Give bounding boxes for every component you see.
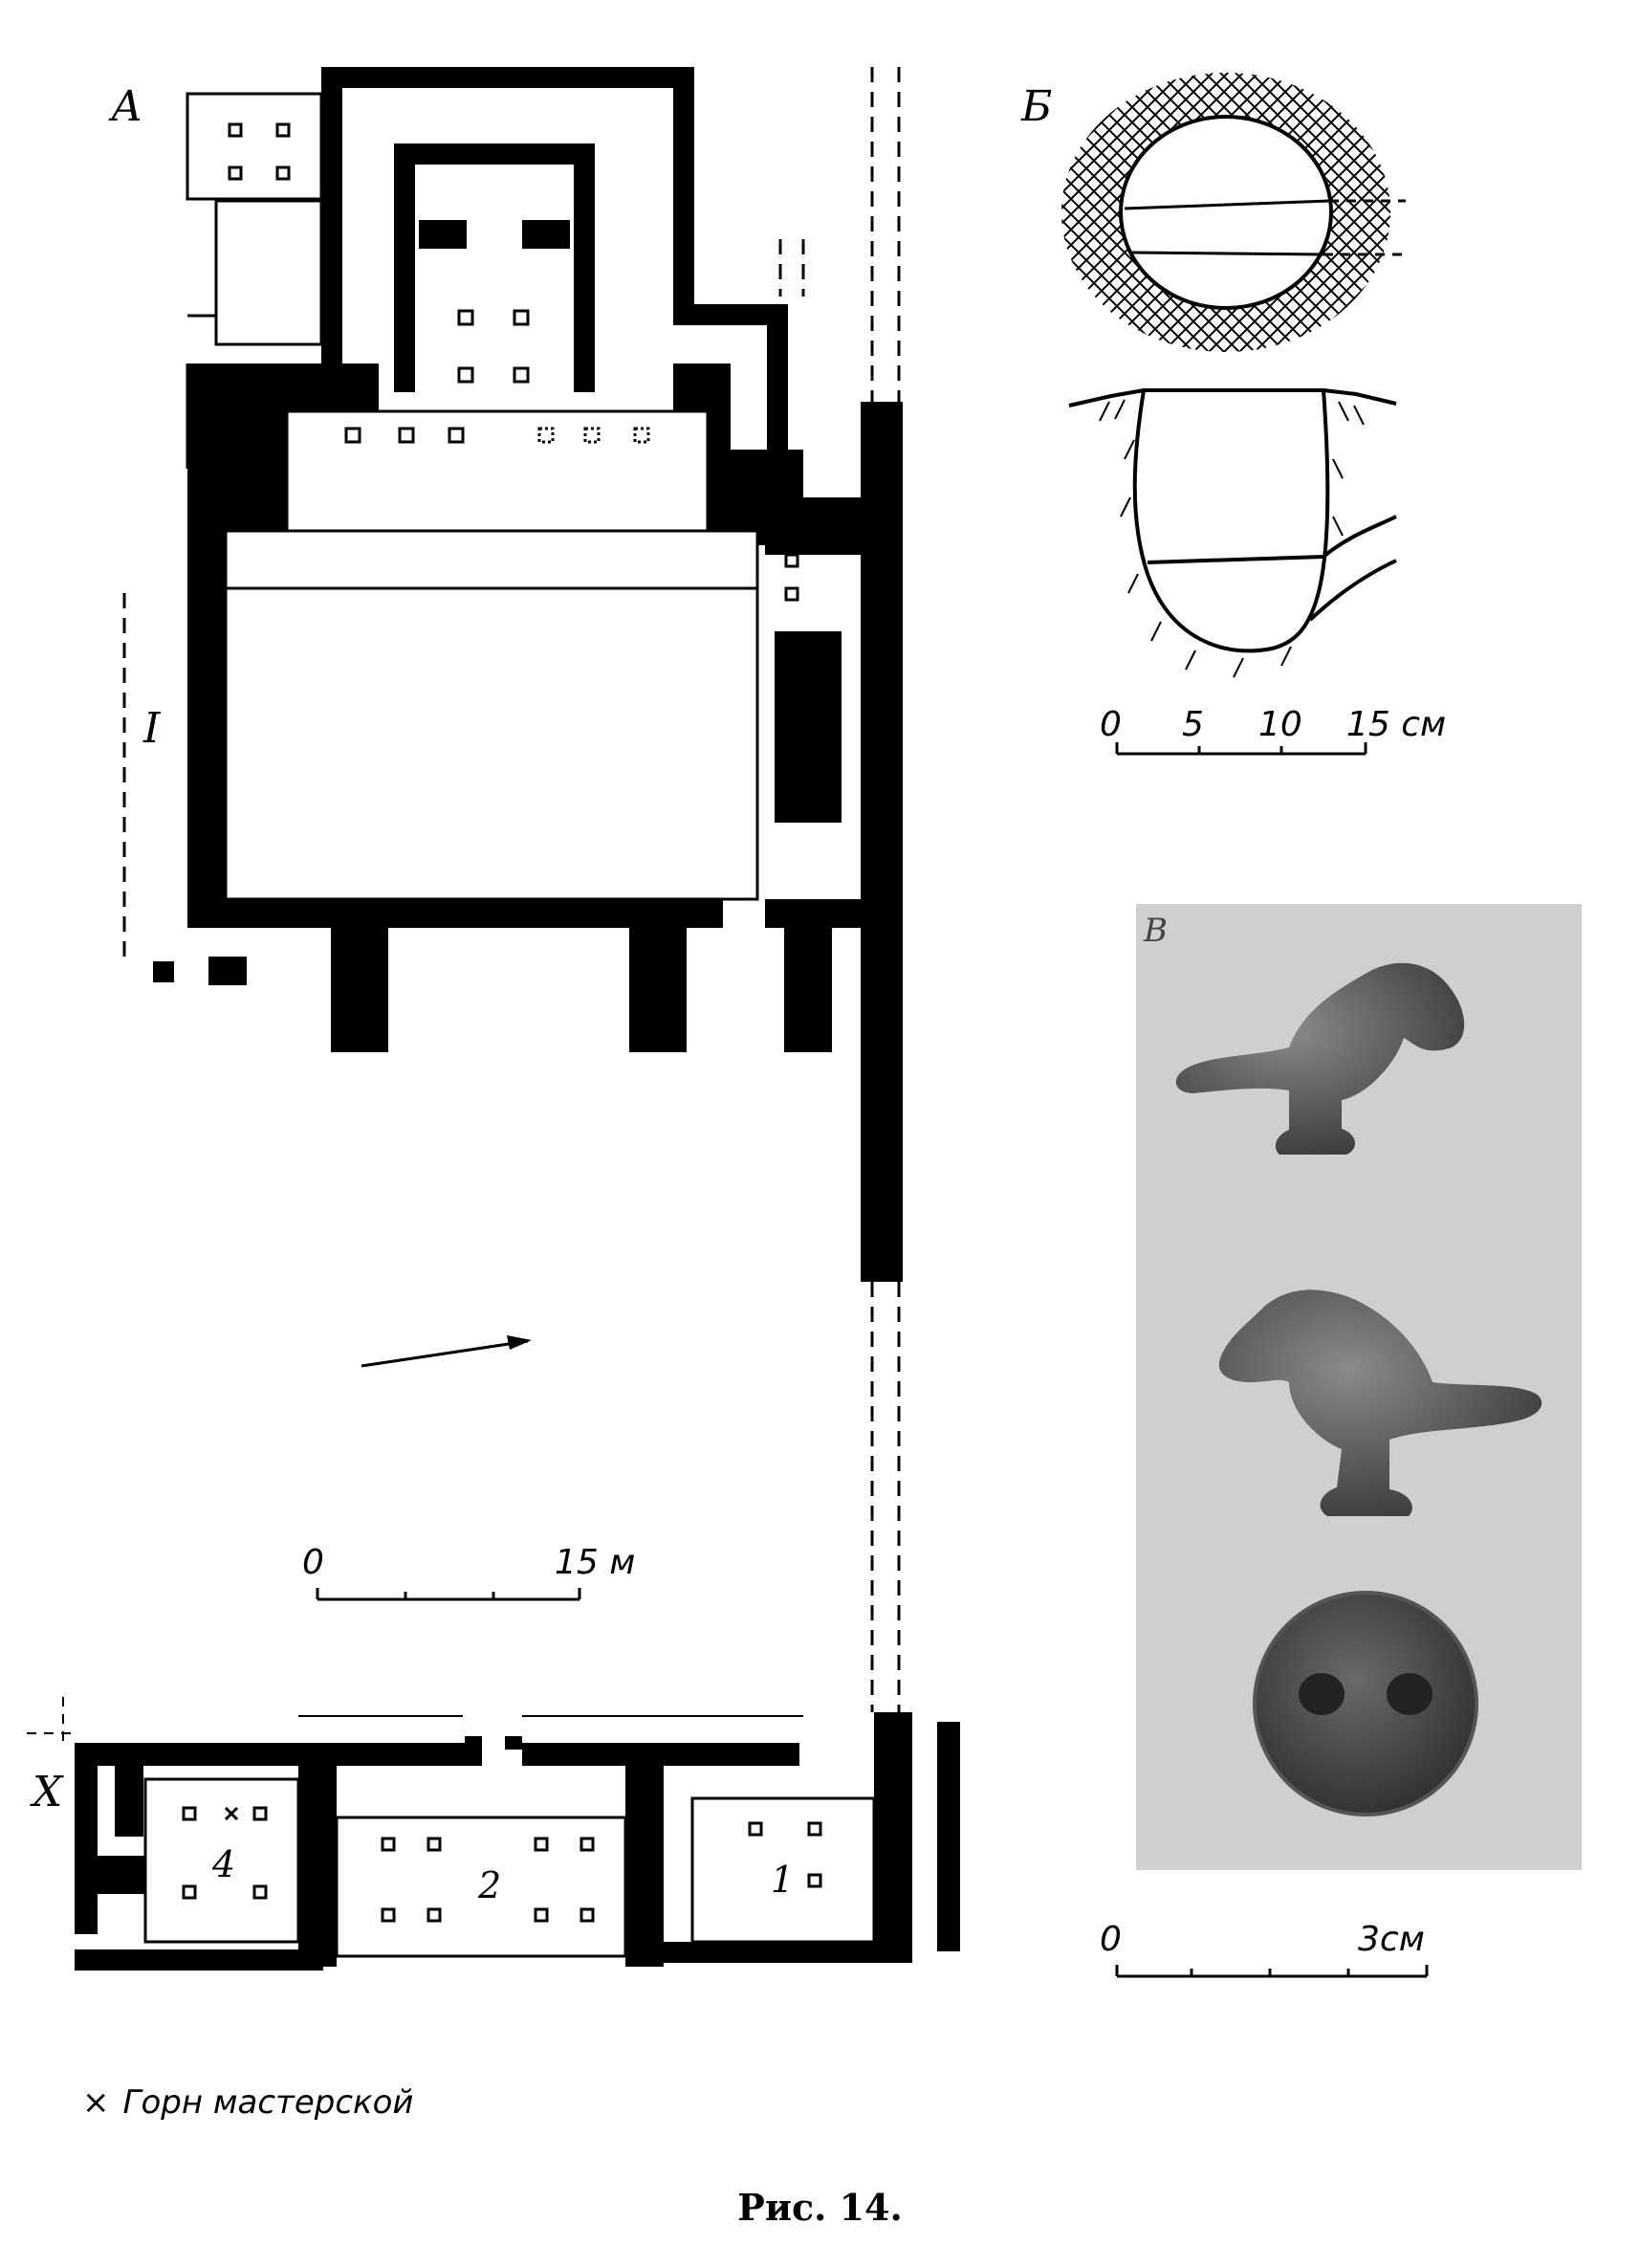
pit-scale-t3: 15 см xyxy=(1346,705,1447,744)
plan-scale-end: 15 м xyxy=(555,1543,636,1582)
legend: × Горн мастерской xyxy=(82,2083,413,2122)
panel-b-label: Б xyxy=(1021,82,1053,131)
legend-marker: × xyxy=(82,2083,110,2122)
workshop-furnace-mark xyxy=(224,1806,239,1821)
left-annex xyxy=(186,92,323,469)
artifact-photo-drawing xyxy=(1175,962,1542,1817)
column-bases xyxy=(228,122,799,602)
pit-scale-t0: 0 xyxy=(1100,705,1122,744)
pit-scale-bar xyxy=(1115,742,1367,756)
panel-a-label: А xyxy=(111,82,143,131)
photo-scale-bar xyxy=(1115,1965,1429,1978)
workshop-column-bases xyxy=(182,1806,822,1923)
disc-button xyxy=(1253,1591,1478,1817)
plan-scale-zero: 0 xyxy=(302,1543,324,1582)
photo-scale-end: 3см xyxy=(1358,1920,1425,1959)
pit-section-hatch xyxy=(1099,399,1365,678)
workshop-rooms xyxy=(143,1777,876,1958)
pit-plan-view xyxy=(1061,73,1406,352)
pit-section-view xyxy=(1068,388,1397,653)
room-4-label: 4 xyxy=(212,1843,236,1885)
photo-scale-zero: 0 xyxy=(1100,1920,1122,1959)
animal-figurine-1 xyxy=(1175,962,1465,1155)
animal-figurine-2 xyxy=(1218,1289,1542,1516)
room-X-label: X xyxy=(33,1768,63,1817)
plan-scale-bar xyxy=(316,1588,581,1601)
workshop-dashed-line xyxy=(27,1697,75,1743)
room-2-label: 2 xyxy=(478,1864,502,1906)
pit-scale-t2: 10 xyxy=(1258,705,1302,744)
room-1-label: 1 xyxy=(771,1859,795,1901)
workshop-walls xyxy=(75,1712,960,1971)
room-I-label: I xyxy=(143,704,161,753)
figure-caption: Рис. 14. xyxy=(737,2186,903,2229)
north-arrow-icon xyxy=(361,1335,532,1368)
dashed-traces xyxy=(122,67,901,1712)
panel-v-label: В xyxy=(1144,912,1168,950)
artifact-photo xyxy=(1136,904,1582,1870)
legend-text: Горн мастерской xyxy=(122,2083,414,2122)
temple-walls xyxy=(153,67,903,1282)
court-interior xyxy=(224,409,759,901)
pit-scale-t1: 5 xyxy=(1182,705,1204,744)
